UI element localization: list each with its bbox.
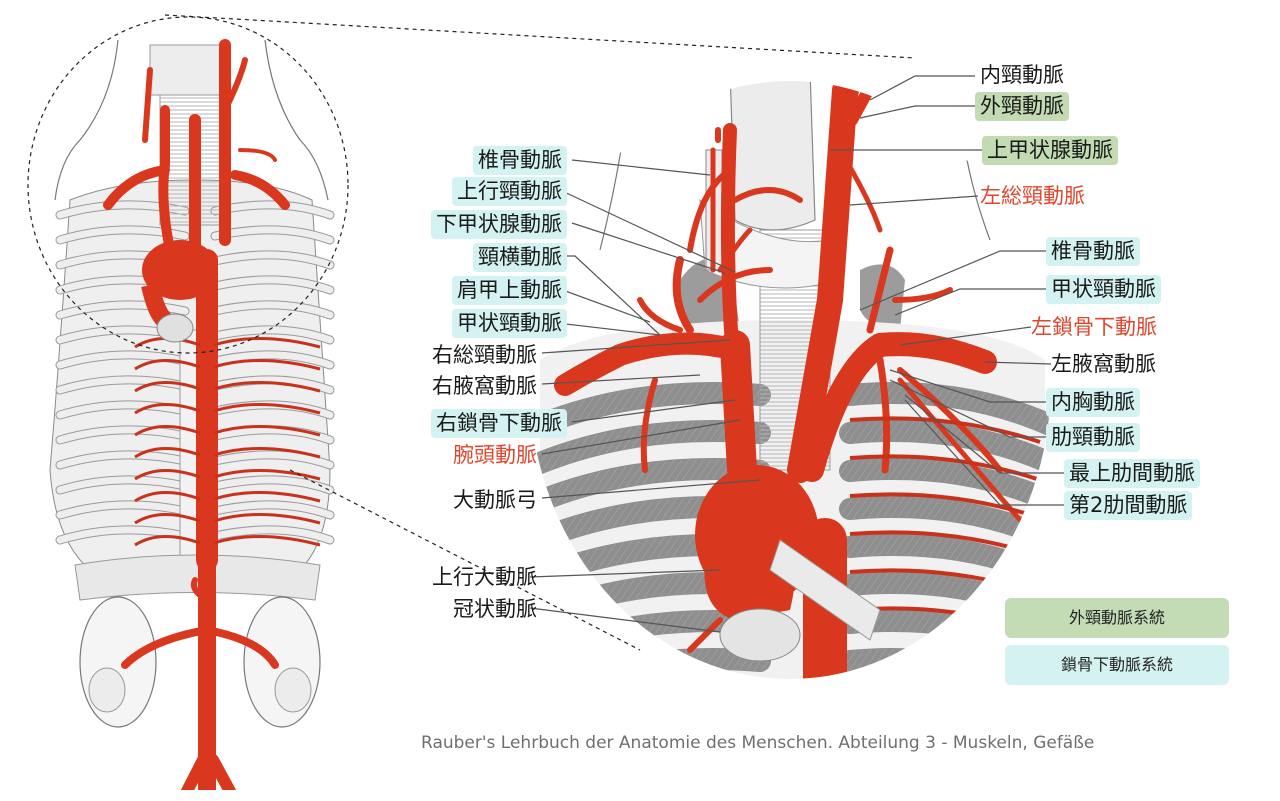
label-costocervical-trunk: 肋頸動脈 [1046,423,1140,452]
label-suprascapular-artery: 肩甲上動脈 [452,276,567,305]
label-right-subclavian-artery: 右鎖骨下動脈 [431,409,567,438]
label-transverse-cervical-artery: 頸横動脈 [473,243,567,272]
label-right-axillary-artery: 右腋窩動脈 [432,374,537,398]
label-internal-thoracic-artery: 内胸動脈 [1046,388,1140,417]
label-left-subclavian-artery: 左鎖骨下動脈 [1031,315,1157,339]
source-credit: Rauber's Lehrbuch der Anatomie des Mensc… [421,733,1095,753]
label-internal-carotid-artery: 内頸動脈 [980,63,1064,87]
label-right-common-carotid-artery: 右総頸動脈 [432,343,537,367]
legend-subclavian-system: 鎖骨下動脈系統 [1005,645,1229,685]
zoomed-figure [528,80,1052,680]
label-brachiocephalic-trunk: 腕頭動脈 [453,443,537,467]
label-supreme-intercostal-artery: 最上肋間動脈 [1064,459,1200,488]
label-thyrocervical-trunk-right: 甲状頸動脈 [452,309,567,338]
label-inferior-thyroid-artery: 下甲状腺動脈 [431,210,567,239]
overview-figure [49,39,335,790]
label-thyrocervical-trunk-left: 甲状頸動脈 [1046,275,1161,304]
label-left-common-carotid-artery: 左総頸動脈 [980,184,1085,208]
magnify-circle [27,16,349,354]
label-vertebral-artery-right: 椎骨動脈 [473,146,567,175]
label-superior-thyroid-artery: 上甲状腺動脈 [982,136,1118,165]
label-external-carotid-artery: 外頸動脈 [975,92,1069,121]
label-ascending-cervical-artery: 上行頸動脈 [452,177,567,206]
label-second-intercostal-artery: 第2肋間動脈 [1064,491,1193,520]
label-aortic-arch: 大動脈弓 [453,488,537,512]
label-vertebral-artery-left: 椎骨動脈 [1046,237,1140,266]
label-ascending-aorta: 上行大動脈 [432,565,537,589]
label-coronary-artery: 冠状動脈 [453,597,537,621]
legend-external-carotid-system: 外頸動脈系統 [1005,598,1229,638]
label-left-axillary-artery: 左腋窩動脈 [1051,352,1156,376]
